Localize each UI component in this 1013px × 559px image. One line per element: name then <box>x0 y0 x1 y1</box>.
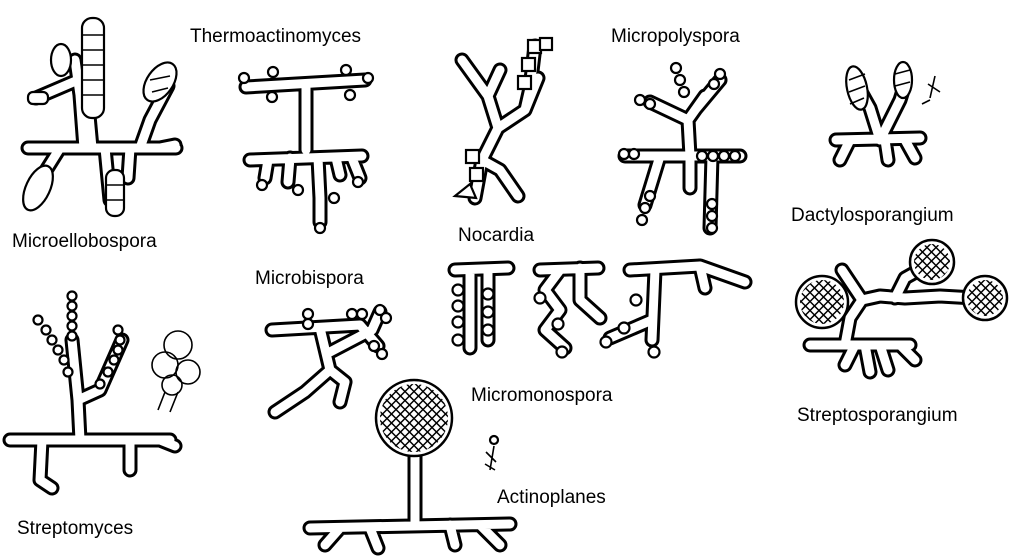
label-micromonospora: Micromonospora <box>471 385 613 406</box>
label-dactylosporangium: Dactylosporangium <box>791 205 954 226</box>
microbispora-drawing <box>272 305 391 412</box>
label-streptomyces: Streptomyces <box>17 518 133 539</box>
micropolyspora-drawing <box>619 63 740 233</box>
label-micropolyspora: Micropolyspora <box>611 26 740 47</box>
streptosporangium-drawing <box>796 240 1007 372</box>
dactylosporangium-drawing <box>836 62 940 160</box>
microellobospora-drawing <box>17 18 183 216</box>
streptomyces-drawing <box>10 292 200 489</box>
thermoactinomyces-drawing <box>239 65 373 233</box>
branching-hypha-drawing <box>455 38 552 198</box>
label-microellobospora: Microellobospora <box>12 231 157 252</box>
label-nocardia: Nocardia <box>458 225 534 246</box>
label-thermoactinomyces: Thermoactinomyces <box>190 26 361 47</box>
label-microbispora: Microbispora <box>255 268 364 289</box>
nocardia-drawing <box>453 266 746 358</box>
label-streptosporangium: Streptosporangium <box>797 405 958 426</box>
label-actinoplanes: Actinoplanes <box>497 487 606 508</box>
